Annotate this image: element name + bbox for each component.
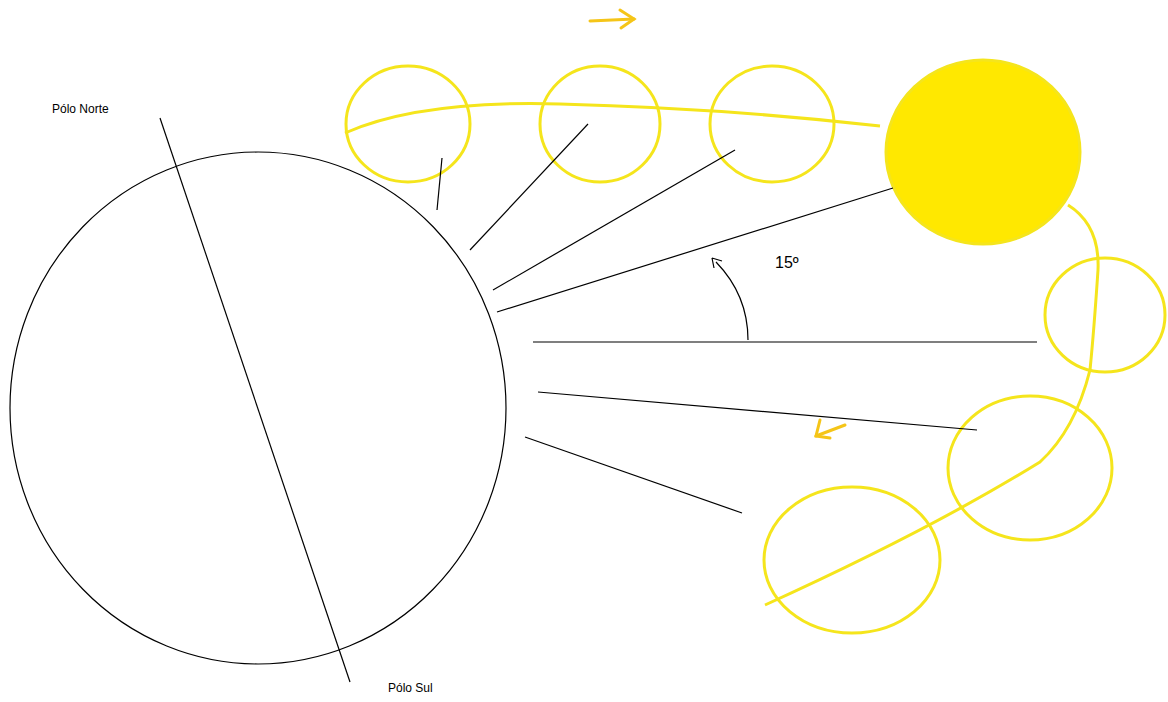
sun-position — [1045, 258, 1165, 372]
sun-ray — [437, 124, 1037, 513]
angle-label: 15º — [775, 254, 799, 272]
sun-path — [765, 205, 1098, 605]
sun-position — [764, 487, 940, 633]
angle-arrowhead — [712, 258, 722, 268]
sun-position — [710, 66, 834, 182]
sun-position — [540, 66, 660, 182]
sun-path — [345, 104, 880, 133]
earth-axis — [160, 118, 350, 682]
angle-arc — [716, 262, 748, 340]
direction-arrow — [590, 10, 634, 28]
sun-position — [948, 396, 1112, 540]
sun-position — [346, 66, 470, 182]
pole-label: Pólo Sul — [388, 682, 433, 695]
sun — [886, 60, 1080, 244]
pole-label: Pólo Norte — [52, 103, 109, 116]
direction-arrow — [816, 420, 845, 438]
